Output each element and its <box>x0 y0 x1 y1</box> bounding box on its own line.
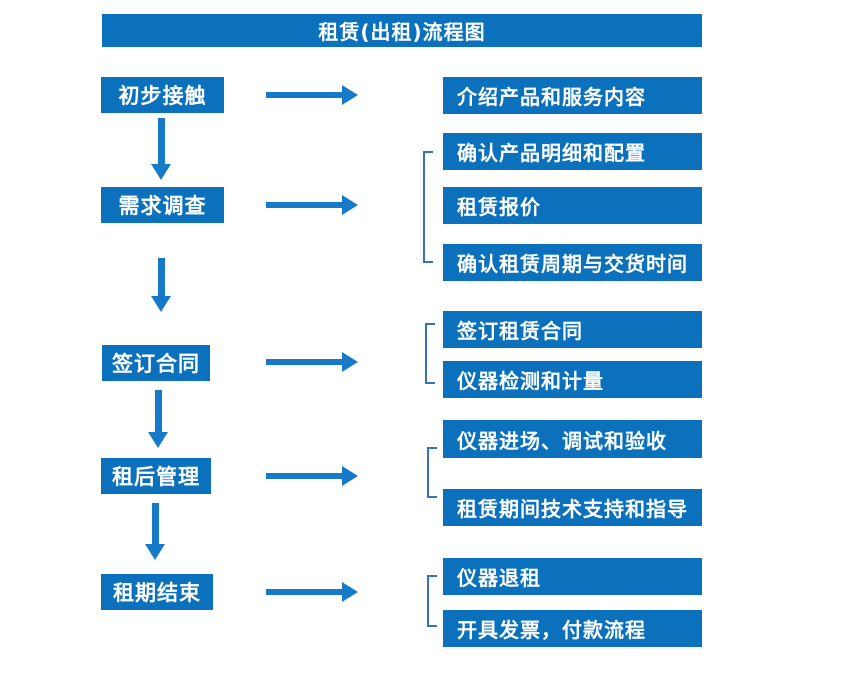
step-box-initial-contact: 初步接触 <box>101 77 224 113</box>
detail-box-instrument-setup: 仪器进场、调试和验收 <box>443 420 702 458</box>
step-box-post-rental-mgmt: 租后管理 <box>101 458 211 494</box>
group-bracket-icon <box>425 323 435 384</box>
arrow-down-icon <box>148 390 168 448</box>
arrow-right-icon <box>266 195 358 215</box>
arrow-right-icon <box>266 352 358 372</box>
detail-box-confirm-config: 确认产品明细和配置 <box>443 133 702 170</box>
arrow-right-icon <box>266 582 358 602</box>
arrow-right-icon <box>266 85 358 105</box>
flowchart-title: 租赁(出租)流程图 <box>102 14 702 47</box>
detail-box-invoice-payment: 开具发票，付款流程 <box>443 610 702 647</box>
arrow-down-icon <box>151 118 171 180</box>
arrow-right-icon <box>266 466 358 486</box>
arrow-down-icon <box>145 503 165 560</box>
group-bracket-icon <box>427 447 437 498</box>
detail-box-sign-rental-contract: 签订租赁合同 <box>443 311 702 348</box>
detail-box-introduce-products: 介绍产品和服务内容 <box>443 77 702 114</box>
detail-box-instrument-return: 仪器退租 <box>443 558 702 595</box>
detail-box-instrument-testing: 仪器检测和计量 <box>443 361 702 398</box>
step-box-sign-contract: 签订合同 <box>102 345 210 381</box>
arrow-down-icon <box>151 258 171 312</box>
detail-box-rental-quote: 租赁报价 <box>443 187 702 224</box>
step-box-demand-survey: 需求调查 <box>101 187 224 223</box>
group-bracket-icon <box>423 151 433 263</box>
step-box-rental-end: 租期结束 <box>101 574 213 610</box>
group-bracket-icon <box>427 575 437 627</box>
detail-box-tech-support: 租赁期间技术支持和指导 <box>443 489 702 526</box>
detail-box-confirm-period: 确认租赁周期与交货时间 <box>443 244 702 281</box>
